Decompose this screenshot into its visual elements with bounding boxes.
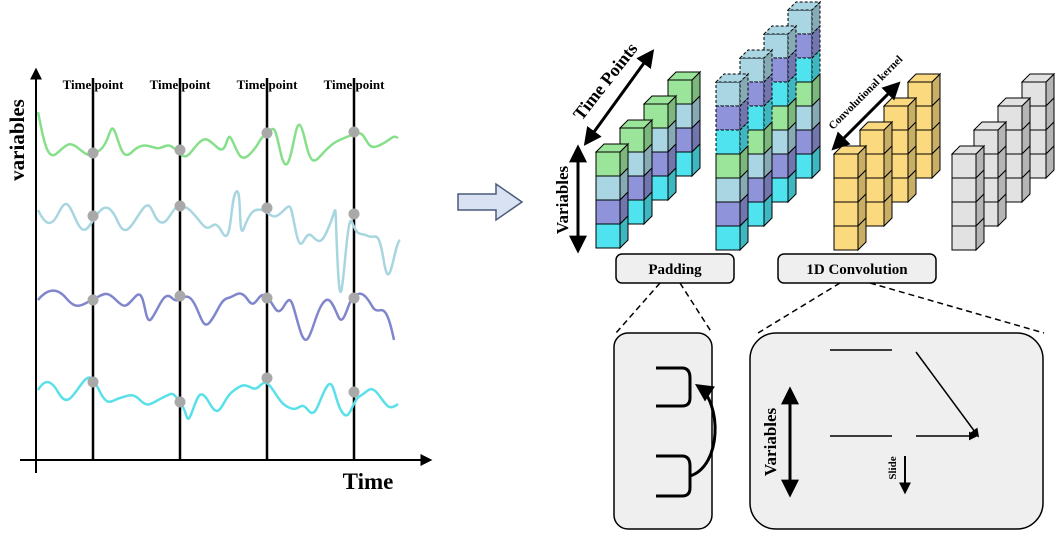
x-axis-label: Time xyxy=(343,469,394,494)
zoom-line xyxy=(869,282,1045,334)
padding-detail-panel xyxy=(613,332,713,530)
conv-label: 1D Convolution xyxy=(806,262,908,278)
kernel-arrow xyxy=(831,81,901,151)
time-point-label: Time point xyxy=(150,77,211,92)
original-stack xyxy=(594,142,630,250)
padding-label-box xyxy=(615,253,735,284)
signal-lightblue xyxy=(36,190,402,293)
right-diagram: Time Points Variables Convolutional kern… xyxy=(553,0,1056,530)
signal-curves xyxy=(36,111,402,420)
time-points-arrow xyxy=(583,49,655,146)
padding-label: Padding xyxy=(648,262,702,278)
sample-dots xyxy=(87,126,360,408)
signal-purple xyxy=(37,289,396,341)
kernel-stack xyxy=(832,144,868,252)
conv-label-box xyxy=(777,253,937,284)
detail-variables-label: Variables xyxy=(761,407,780,476)
signal-green xyxy=(36,111,399,166)
conv-connection-lines xyxy=(830,349,980,441)
slide-label: Slide xyxy=(887,456,899,479)
zoom-line xyxy=(757,282,841,334)
transform-arrow xyxy=(457,182,524,222)
zoom-line xyxy=(615,282,661,334)
y-axis-label: variables xyxy=(5,99,29,181)
conv-detail-panel xyxy=(749,332,1044,530)
signal-cyan xyxy=(36,376,399,420)
padding-brackets xyxy=(656,366,717,498)
output-stack xyxy=(950,144,986,252)
time-point-label: Time point xyxy=(324,77,385,92)
padded-stack xyxy=(714,72,750,252)
time-point-label: Time point xyxy=(237,77,298,92)
cube-stacks xyxy=(594,0,1056,526)
zoom-line xyxy=(679,282,713,334)
left-plot: variables Time Time point Time point Tim… xyxy=(5,67,433,494)
variables-label: Variables xyxy=(553,165,572,234)
kernel-stack xyxy=(906,72,942,180)
time-point-label: Time point xyxy=(63,77,124,92)
